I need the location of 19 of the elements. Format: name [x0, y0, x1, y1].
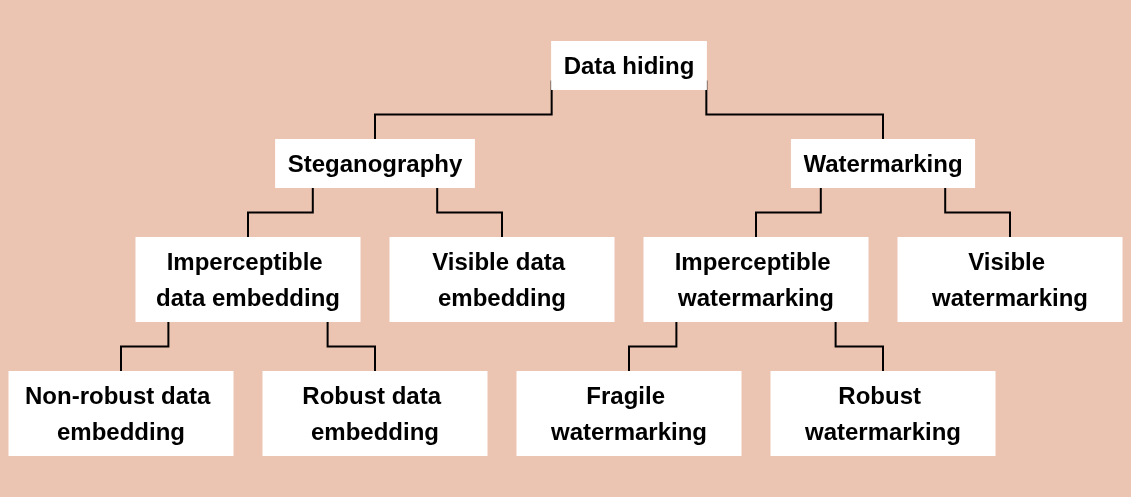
node-box: Fragile watermarking: [516, 371, 742, 456]
node-box: Data hiding: [551, 41, 707, 90]
node-box: Imperceptible data embedding: [135, 237, 361, 322]
node-box: Visible data embedding: [389, 237, 615, 322]
connector: [755, 186, 822, 239]
node-box: Robust watermarking: [770, 371, 996, 456]
node-box: Steganography: [275, 139, 475, 188]
node-box: Non-robust data embedding: [8, 371, 234, 456]
connector: [120, 320, 170, 373]
node-box: Imperceptible watermarking: [643, 237, 869, 322]
connector: [326, 320, 376, 373]
connector: [436, 186, 503, 239]
node-box: Robust data embedding: [262, 371, 488, 456]
connector: [247, 186, 314, 239]
node-box: Watermarking: [790, 139, 976, 188]
node-box: Visible watermarking: [897, 237, 1123, 322]
connector: [628, 320, 678, 373]
connector: [834, 320, 884, 373]
connector: [944, 186, 1011, 239]
